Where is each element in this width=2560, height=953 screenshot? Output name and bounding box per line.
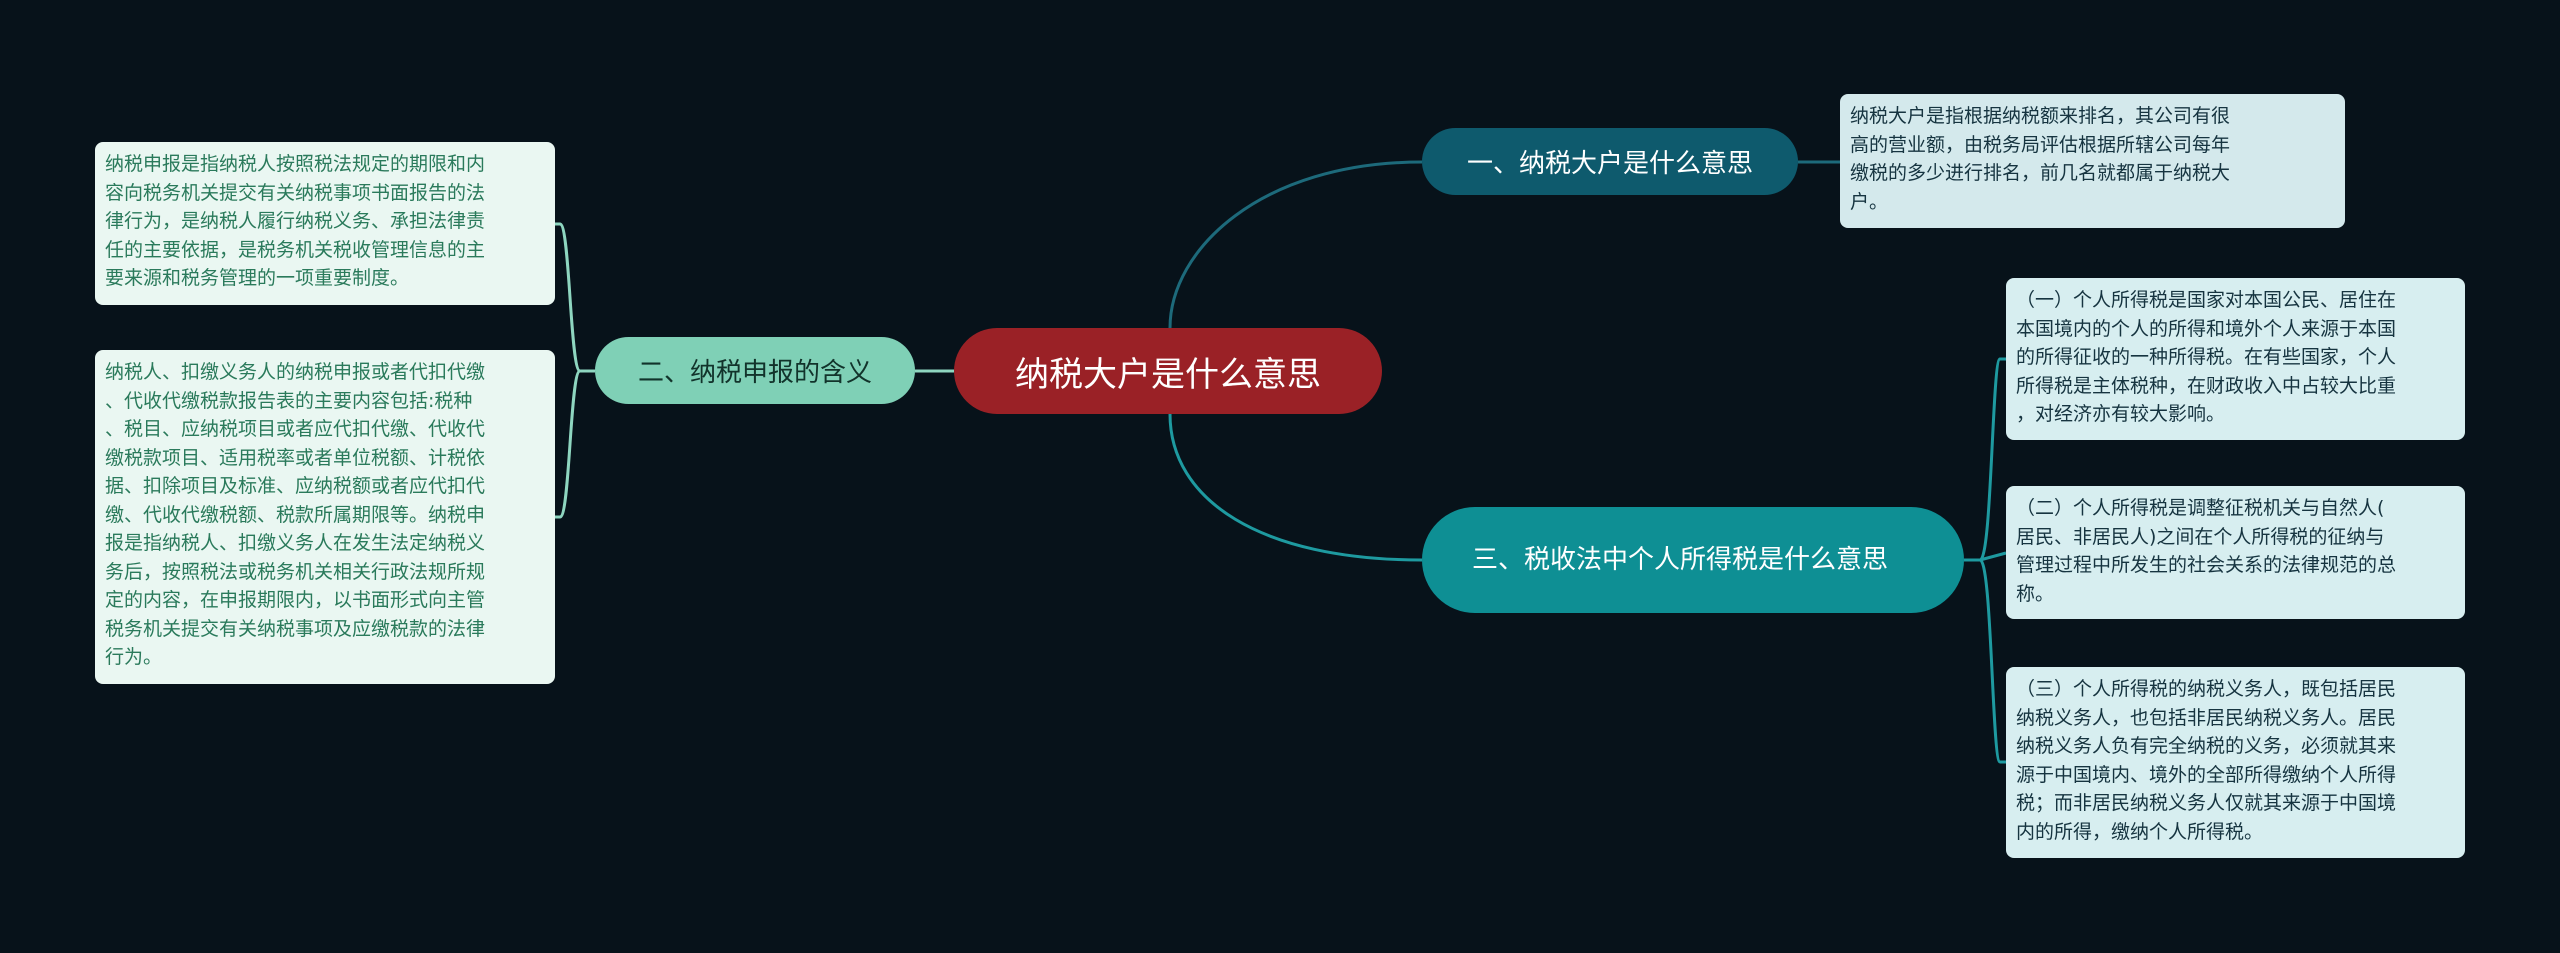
link-b3-l6 [1978,558,2006,764]
branch-1-label: 一、纳税大户是什么意思 [1466,149,1753,179]
branch-node-2[interactable]: 二、纳税申报的含义 [595,337,915,404]
leaf-node-4[interactable]: （一）个人所得税是国家对本国公民、居住在 本国境内的个人的所得和境外个人来源于本… [2006,278,2465,440]
root-node[interactable]: 纳税大户是什么意思 [954,328,1382,414]
link-root-b3 [1168,413,1423,562]
leaf-node-3[interactable]: 纳税人、扣缴义务人的纳税申报或者代扣代缴 、代收代缴税款报告表的主要内容包括:税… [95,350,555,684]
link-b2-l2 [555,222,595,373]
link-b2-l3 [555,369,582,519]
branch-node-1[interactable]: 一、纳税大户是什么意思 [1422,128,1798,195]
branch-2-label: 二、纳税申报的含义 [637,358,872,388]
leaf-node-1[interactable]: 纳税大户是指根据纳税额来排名，其公司有很 高的营业额，由税务局评估根据所辖公司每… [1840,94,2345,228]
link-b3-l4 [1964,357,2006,562]
leaf-node-6[interactable]: （三）个人所得税的纳税义务人，既包括居民 纳税义务人，也包括非居民纳税义务人。居… [2006,667,2465,858]
link-b3-l5 [1979,551,2007,562]
branch-node-3[interactable]: 三、税收法中个人所得税是什么意思 [1422,507,1964,613]
link-root-b1 [1168,160,1423,329]
leaf-node-2[interactable]: 纳税申报是指纳税人按照税法规定的期限和内 容向税务机关提交有关纳税事项书面报告的… [95,142,555,305]
root-label: 纳税大户是什么意思 [1015,354,1321,395]
leaf-node-5[interactable]: （二）个人所得税是调整征税机关与自然人( 居民、非居民人)之间在个人所得税的征纳… [2006,486,2465,619]
branch-3-label: 三、税收法中个人所得税是什么意思 [1472,545,1889,575]
